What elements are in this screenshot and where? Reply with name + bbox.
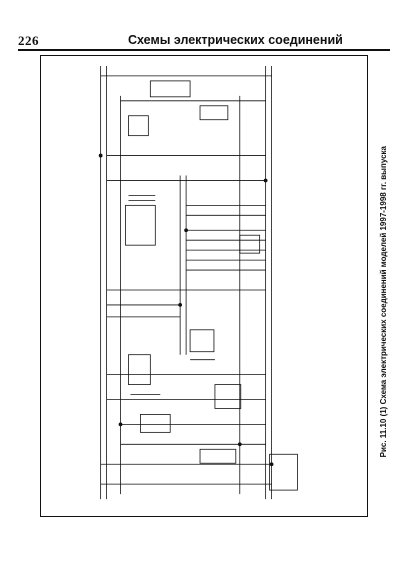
header-rule — [18, 49, 390, 51]
page-header: 226 Схемы электрических соединений — [18, 33, 390, 49]
page-title: Схемы электрических соединений — [128, 33, 343, 47]
figure-caption: Рис. 11.10 (1) Схема электрических соеди… — [379, 146, 388, 458]
wiring-diagram — [98, 65, 298, 500]
page-number: 226 — [18, 33, 39, 48]
wiring-diagram-frame: Рис. 11.10 (1) Схема электрических соеди… — [40, 55, 388, 517]
